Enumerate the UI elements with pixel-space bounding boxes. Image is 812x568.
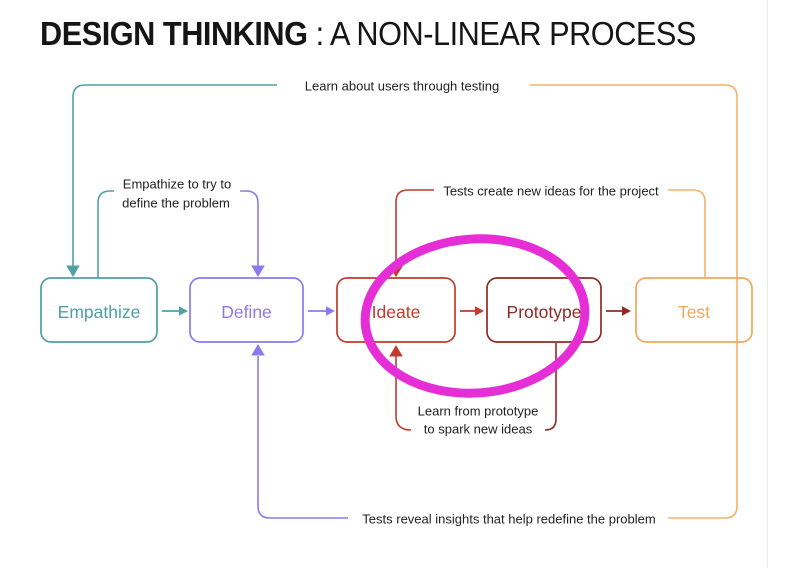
connector-empathize-up-to-label bbox=[97, 190, 114, 278]
stage-label-prototype: Prototype bbox=[507, 302, 582, 322]
connector-prototype-down-to-label bbox=[544, 343, 557, 431]
annotation-learn-from-prototype-line1: Learn from prototype bbox=[418, 404, 539, 419]
connector-test-up-to-label bbox=[668, 189, 706, 277]
arrowhead-into-define-bottom bbox=[251, 344, 265, 356]
page-title: DESIGN THINKING : A NON-LINEAR PROCESS bbox=[40, 15, 696, 53]
stage-label-test: Test bbox=[678, 302, 710, 322]
highlight-ellipse-ideate-prototype bbox=[360, 234, 590, 398]
stage-box-prototype bbox=[486, 277, 602, 343]
annotation-empathize-define-line1: Empathize to try to bbox=[123, 177, 231, 192]
stage-box-ideate bbox=[336, 277, 456, 343]
annotation-tests-reveal-insights: Tests reveal insights that help redefine… bbox=[362, 512, 655, 527]
annotation-learn-about-users: Learn about users through testing bbox=[305, 79, 499, 94]
connector-label-down-to-define bbox=[240, 190, 259, 266]
stage-box-define bbox=[189, 277, 304, 343]
connector-test-to-empathize-left bbox=[72, 84, 277, 266]
stage-box-empathize bbox=[40, 277, 158, 343]
flow-arrowhead-empathize-define bbox=[179, 306, 188, 316]
connector-label-down-to-ideate bbox=[395, 189, 434, 276]
connector-label-up-to-define-bottom bbox=[257, 356, 348, 519]
connector-label-up-to-ideate bbox=[395, 355, 412, 431]
annotation-empathize-define-line2: define the problem bbox=[122, 196, 230, 211]
page-title-emphasis: DESIGN THINKING bbox=[40, 15, 308, 52]
flow-arrowhead-ideate-prototype bbox=[475, 306, 484, 316]
stage-label-empathize: Empathize bbox=[58, 302, 141, 322]
flow-arrowhead-prototype-test bbox=[622, 306, 631, 316]
connector-test-right-rail bbox=[530, 84, 738, 519]
arrowhead-into-ideate-bottom bbox=[389, 345, 403, 357]
annotation-tests-create-ideas: Tests create new ideas for the project bbox=[443, 184, 659, 199]
stage-label-define: Define bbox=[221, 302, 272, 322]
page-title-rest: : A NON-LINEAR PROCESS bbox=[307, 15, 697, 52]
stage-box-test bbox=[635, 277, 753, 343]
flow-arrowhead-define-ideate bbox=[326, 306, 335, 316]
stage-label-ideate: Ideate bbox=[372, 302, 421, 322]
annotation-learn-from-prototype-line2: to spark new ideas bbox=[424, 422, 533, 437]
arrowhead-into-define-top bbox=[251, 265, 265, 277]
arrowhead-into-empathize-top bbox=[66, 265, 80, 277]
